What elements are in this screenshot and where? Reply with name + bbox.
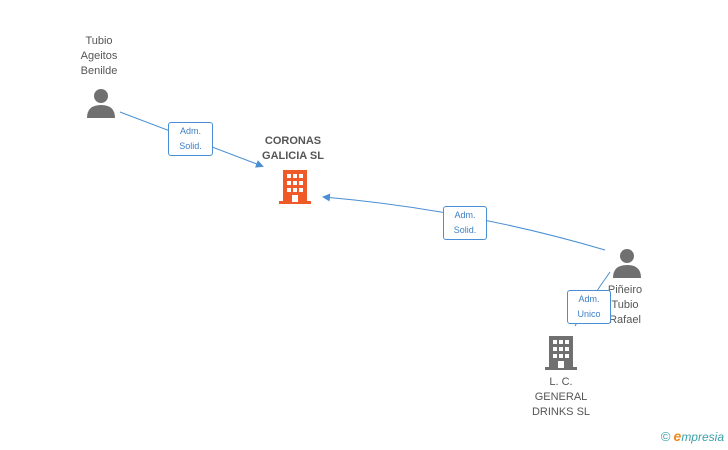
- company-name-lc[interactable]: L. C. GENERAL DRINKS SL: [531, 376, 591, 418]
- company-name-coronas[interactable]: CORONAS GALICIA SL: [262, 135, 324, 162]
- brand-logo: empresia: [673, 428, 724, 444]
- person-icon[interactable]: [612, 248, 642, 278]
- person-icon[interactable]: [86, 88, 116, 118]
- person-name-tubio[interactable]: Tubio Ageitos Benilde: [80, 35, 118, 77]
- person-name-pineiro[interactable]: Piñeiro Tubio Rafael: [607, 284, 643, 326]
- building-icon[interactable]: [545, 336, 577, 370]
- role-badge-tubio-coronas[interactable]: Adm. Solid.: [168, 122, 213, 156]
- copyright-symbol: ©: [660, 428, 671, 444]
- role-badge-pineiro-lc[interactable]: Adm. Unico: [567, 290, 611, 324]
- role-badge-pineiro-coronas[interactable]: Adm. Solid.: [443, 206, 487, 240]
- building-icon-main[interactable]: [279, 170, 311, 204]
- brand-watermark: © empresia: [661, 428, 724, 444]
